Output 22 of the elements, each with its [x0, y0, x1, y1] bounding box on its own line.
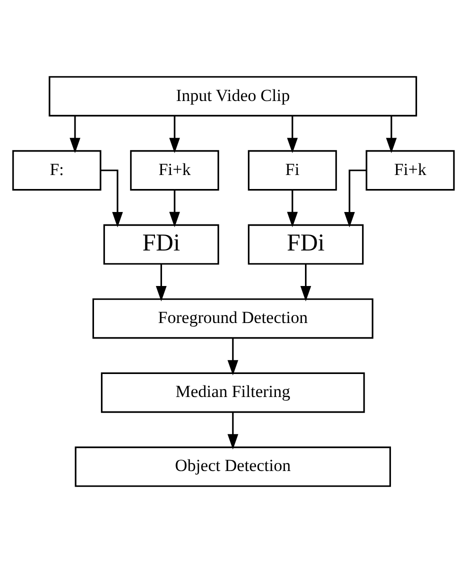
arrow [70, 116, 80, 154]
node-box: Object Detection [74, 446, 391, 487]
node-box: F: [12, 150, 102, 191]
node-box: FDi [248, 224, 364, 265]
arrow [287, 190, 298, 228]
arrow [300, 264, 312, 302]
node-box: Foreground Detection [92, 298, 374, 339]
node-box: FDi [103, 224, 220, 265]
arrow [100, 170, 123, 228]
node-box: Fi+k [130, 150, 220, 191]
arrow [344, 170, 366, 228]
arrow [156, 264, 167, 302]
node-box: Fi [248, 150, 337, 191]
arrow [386, 116, 397, 154]
arrow [228, 338, 238, 376]
arrow [287, 116, 298, 154]
arrow [169, 116, 180, 154]
node-box: Fi+k [366, 150, 455, 191]
node-box: Median Filtering [100, 372, 365, 413]
node-box: Input Video Clip [48, 76, 418, 116]
arrow [169, 190, 180, 228]
arrow [228, 412, 238, 450]
